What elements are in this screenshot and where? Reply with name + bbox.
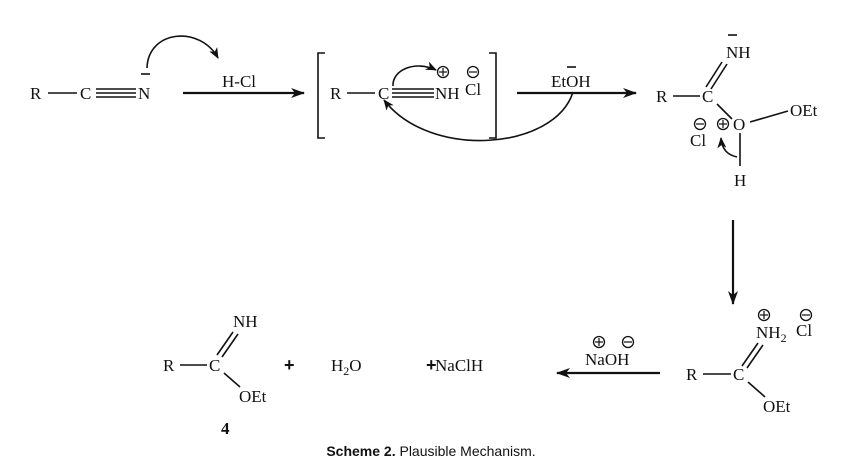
intermediate-nitrilium: R C NH Cl: [317, 52, 497, 139]
right-bracket: [489, 52, 497, 139]
plus-charge-icon: [592, 335, 606, 349]
int1-nh: NH: [435, 84, 460, 103]
water-o: O: [349, 356, 361, 375]
reactant-r: R: [30, 84, 42, 103]
int3-subscript: 2: [781, 331, 787, 345]
plus-sign: +: [426, 355, 437, 375]
double-bond: [741, 342, 759, 367]
mechanism-diagram: R C N H-Cl R C NH Cl: [30, 34, 818, 438]
reactant-nitrile: R C N: [30, 35, 219, 103]
int1-r: R: [330, 84, 342, 103]
plus-sign: +: [284, 355, 295, 375]
product-r: R: [163, 356, 175, 375]
triple-bond: [392, 88, 434, 98]
int1-cl: Cl: [465, 80, 481, 99]
int3-nh: NH: [756, 323, 781, 342]
intermediate-imidate-salt: NH2 Cl R C OEt: [686, 308, 813, 416]
double-bond: [710, 63, 728, 90]
reagent-etoh: EtOH: [551, 72, 591, 91]
double-bond: [705, 61, 723, 88]
c-oet-bond: [223, 372, 241, 388]
int3-oet: OEt: [763, 397, 791, 416]
plus-charge-icon: [436, 65, 450, 79]
reactant-c: C: [80, 84, 91, 103]
curved-arrow-icon: [146, 35, 219, 69]
minus-charge-icon: [466, 65, 480, 79]
int2-cl: Cl: [690, 131, 706, 150]
c-o-bond: [716, 103, 733, 120]
int2-r: R: [656, 87, 668, 106]
reaction-arrow-1: H-Cl: [183, 72, 305, 98]
reagent-hcl: H-Cl: [222, 72, 256, 91]
c-oet-bond: [747, 381, 766, 398]
product-oet: OEt: [239, 387, 267, 406]
minus-charge-icon: [693, 117, 707, 131]
int3-c: C: [733, 365, 744, 384]
product-c: C: [209, 356, 220, 375]
intermediate-oxonium: NH R C O OEt H Cl: [656, 34, 818, 190]
double-bond: [221, 333, 239, 358]
water-subscript: 2: [343, 364, 349, 378]
curved-arrow-icon: [383, 91, 574, 142]
product-imidate: NH R C OEt 4: [163, 312, 267, 438]
curved-arrow-icon: [717, 137, 738, 158]
int2-oet: OEt: [790, 101, 818, 120]
reagent-naoh: NaOH: [585, 350, 629, 369]
water-formula: H2O: [331, 356, 362, 378]
plus-charge-icon: [716, 117, 730, 131]
caption-text: Plausible Mechanism.: [395, 443, 536, 459]
minus-charge-icon: [799, 308, 813, 322]
int2-o: O: [733, 115, 745, 134]
salt-formula: NaClH: [435, 356, 483, 375]
int2-h: H: [734, 171, 746, 190]
int3-cl: Cl: [796, 321, 812, 340]
minus-charge-icon: [621, 335, 635, 349]
curved-arrow-icon: [392, 61, 437, 87]
triple-bond: [96, 88, 136, 98]
o-oet-bond: [749, 110, 789, 123]
caption-label: Scheme 2.: [326, 443, 396, 459]
figure-caption: Scheme 2. Plausible Mechanism.: [0, 443, 862, 459]
int2-c: C: [702, 87, 713, 106]
double-bond: [746, 344, 764, 369]
plus-charge-icon: [757, 308, 771, 322]
product-nh: NH: [233, 312, 258, 331]
reaction-arrow-2: EtOH: [383, 66, 637, 142]
reactant-n: N: [138, 84, 150, 103]
byproducts: + NaClH H2O +: [284, 355, 483, 378]
int2-nh: NH: [726, 43, 751, 62]
int1-c: C: [378, 84, 389, 103]
double-bond: [216, 331, 234, 356]
compound-number: 4: [221, 419, 230, 438]
reaction-arrow-3: NaOH: [556, 335, 660, 378]
int3-nh2: NH2: [756, 323, 787, 345]
int3-r: R: [686, 365, 698, 384]
water-h: H: [331, 356, 343, 375]
left-bracket: [317, 52, 325, 139]
